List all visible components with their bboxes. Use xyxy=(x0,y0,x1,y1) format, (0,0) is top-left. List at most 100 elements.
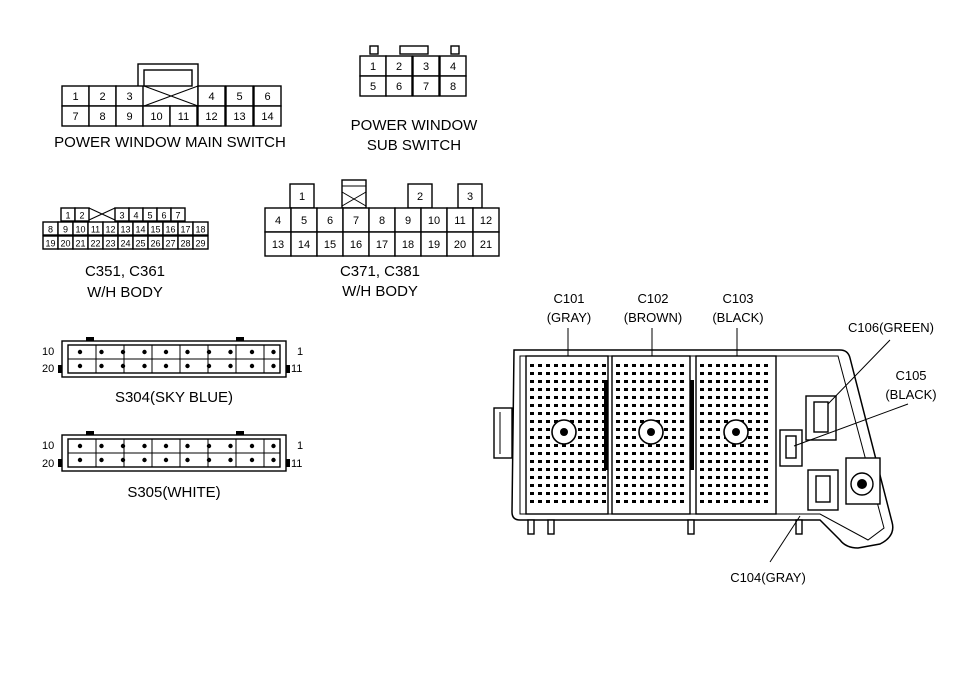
pw-main-pin-8: 8 xyxy=(99,111,105,123)
c351-pin-19: 19 xyxy=(45,239,55,249)
s305-connector: 10 20 1 11 S305(WHITE) xyxy=(42,431,303,501)
c351-pin-17: 17 xyxy=(180,225,190,235)
s304-pin-10: 10 xyxy=(42,346,54,358)
pw-main-pin-3: 3 xyxy=(126,91,132,103)
c102-label-2: (BROWN) xyxy=(624,310,683,325)
c351-pin-23: 23 xyxy=(105,239,115,249)
pw-sub-pin-3: 3 xyxy=(423,61,429,73)
c371-pin-19: 19 xyxy=(428,239,440,251)
c351-pin-28: 28 xyxy=(180,239,190,249)
c371-pin-16: 16 xyxy=(350,239,362,251)
c351-pin-2: 2 xyxy=(79,211,84,221)
pw-main-pin-9: 9 xyxy=(126,111,132,123)
c105-label-1: C105 xyxy=(895,368,926,383)
c371-label-2: W/H BODY xyxy=(342,283,418,300)
c371-pin-20: 20 xyxy=(454,239,466,251)
c371-pin-21: 21 xyxy=(480,239,492,251)
c351-pin-8: 8 xyxy=(48,225,53,235)
s305-label: S305(WHITE) xyxy=(127,484,220,501)
c351-pin-1: 1 xyxy=(65,211,70,221)
pw-main-pin-7: 7 xyxy=(72,111,78,123)
c371-pin-15: 15 xyxy=(324,239,336,251)
fuse-box-housing xyxy=(511,349,894,549)
c371-pin-14: 14 xyxy=(298,239,310,251)
pw-sub-pin-7: 7 xyxy=(423,81,429,93)
c371-pin-1: 1 xyxy=(299,191,305,203)
s304-pin-11: 11 xyxy=(291,363,302,375)
pw-sub-pin-8: 8 xyxy=(450,81,456,93)
pw-sub-switch-label-2: SUB SWITCH xyxy=(367,137,461,154)
s304-pin-1: 1 xyxy=(297,346,303,358)
s304-label: S304(SKY BLUE) xyxy=(115,389,233,406)
c351-pin-5: 5 xyxy=(147,211,152,221)
c351-pin-13: 13 xyxy=(120,225,130,235)
s305-pin-11: 11 xyxy=(291,458,302,470)
c351-pin-10: 10 xyxy=(75,225,85,235)
c351-pin-29: 29 xyxy=(195,239,205,249)
fuse-box-callouts xyxy=(567,328,909,563)
pw-main-pin-6: 6 xyxy=(264,91,270,103)
c351-pin-26: 26 xyxy=(150,239,160,249)
pw-sub-pin-4: 4 xyxy=(450,61,456,73)
c371-pin-18: 18 xyxy=(402,239,414,251)
c371-pin-12: 12 xyxy=(480,215,492,227)
c351-pin-15: 15 xyxy=(150,225,160,235)
c371-pin-3: 3 xyxy=(467,191,473,203)
c371-pin-8: 8 xyxy=(379,215,385,227)
c371-pin-11: 11 xyxy=(454,215,465,227)
c351-pin-21: 21 xyxy=(75,239,85,249)
s305-pin-1: 1 xyxy=(297,440,303,452)
c101-label-1: C101 xyxy=(553,291,584,306)
pw-sub-pin-1: 1 xyxy=(370,61,376,73)
c351-pin-22: 22 xyxy=(90,239,100,249)
c351-pin-11: 11 xyxy=(91,225,100,235)
c371-pin-17: 17 xyxy=(376,239,388,251)
c106-label: C106(GREEN) xyxy=(848,320,934,335)
c351-pin-18: 18 xyxy=(195,225,205,235)
pw-main-pin-10: 10 xyxy=(150,111,162,123)
pw-main-pin-11: 11 xyxy=(178,111,189,123)
pw-main-pin-2: 2 xyxy=(99,91,105,103)
c351-pin-24: 24 xyxy=(120,239,130,249)
c101-label-2: (GRAY) xyxy=(547,310,592,325)
c351-pin-14: 14 xyxy=(135,225,145,235)
c371-pin-7: 7 xyxy=(353,215,359,227)
c103-label-2: (BLACK) xyxy=(712,310,763,325)
c101-bolt xyxy=(551,419,577,445)
pw-main-pin-1: 1 xyxy=(72,91,78,103)
pw-sub-pin-2: 2 xyxy=(396,61,402,73)
c103-bolt xyxy=(723,419,749,445)
c351-pin-7: 7 xyxy=(175,211,180,221)
c351-pin-20: 20 xyxy=(60,239,70,249)
s304-pin-20: 20 xyxy=(42,363,54,375)
c351-label-1: C351, C361 xyxy=(85,263,165,280)
pw-main-pin-5: 5 xyxy=(236,91,242,103)
pw-main-pin-12: 12 xyxy=(205,111,217,123)
pw-sub-pin-6: 6 xyxy=(396,81,402,93)
c351-pin-6: 6 xyxy=(161,211,166,221)
pw-main-switch-label: POWER WINDOW MAIN SWITCH xyxy=(54,134,286,151)
c371-pin-2: 2 xyxy=(417,191,423,203)
c351-pin-25: 25 xyxy=(135,239,145,249)
c351-pin-16: 16 xyxy=(165,225,175,235)
c371-pin-9: 9 xyxy=(405,215,411,227)
c371-pin-6: 6 xyxy=(327,215,333,227)
c351-pin-4: 4 xyxy=(133,211,138,221)
fuse-box-labels: C101 (GRAY) C102 (BROWN) C103 (BLACK) C1… xyxy=(547,291,937,585)
pw-main-pin-4: 4 xyxy=(208,91,214,103)
c102-bolt xyxy=(638,419,664,445)
fuse-box xyxy=(493,349,894,549)
c351-pin-27: 27 xyxy=(165,239,175,249)
pw-main-pin-14: 14 xyxy=(261,111,273,123)
c351-pin-3: 3 xyxy=(119,211,124,221)
pw-sub-pin-5: 5 xyxy=(370,81,376,93)
c371-pin-4: 4 xyxy=(275,215,281,227)
c351-label-2: W/H BODY xyxy=(87,284,163,301)
s305-pin-20: 20 xyxy=(42,458,54,470)
c371-label-1: C371, C381 xyxy=(340,263,420,280)
c351-pin-9: 9 xyxy=(63,225,68,235)
